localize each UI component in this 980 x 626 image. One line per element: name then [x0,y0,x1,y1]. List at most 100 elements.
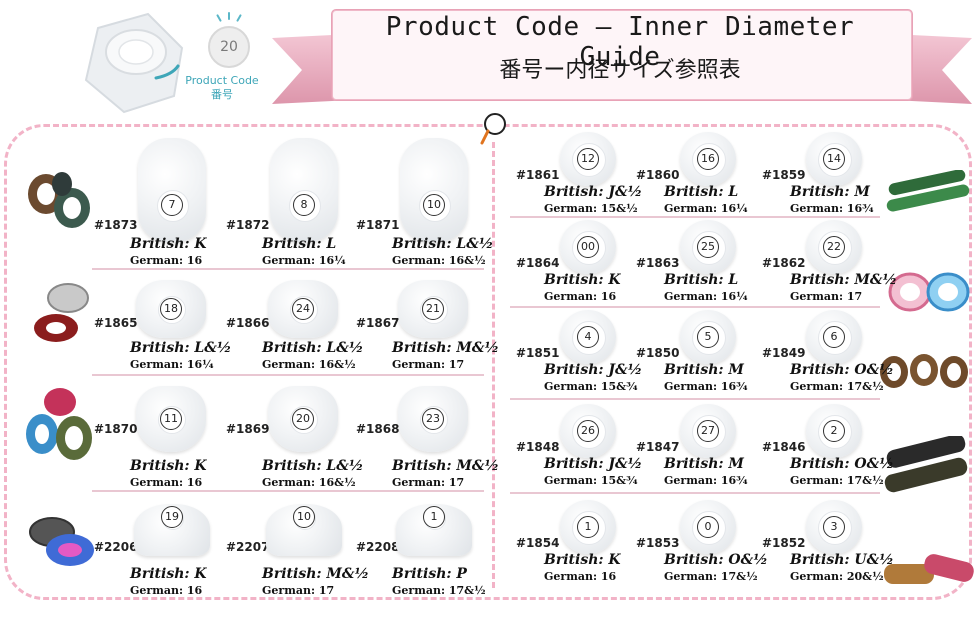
product-code: #1871 [356,218,400,232]
mold-image: 5 [680,310,736,364]
mold-number: 11 [160,408,182,430]
mold-number: 20 [292,408,314,430]
british-size: British: O&½ [790,362,894,378]
ring-photo [886,170,970,212]
british-size: British: P [392,566,467,582]
british-size: British: M&½ [262,566,370,582]
mold-number: 10 [293,506,315,528]
mold-number: 27 [697,420,719,442]
badge-ray [216,14,222,22]
mold-number: 6 [823,326,845,348]
mold-number: 1 [423,506,445,528]
mold-number: 7 [161,194,183,216]
german-size: German: 16 [130,476,203,489]
mold-number: 5 [697,326,719,348]
mold-image: 14 [806,132,862,186]
mold-image: 8 [270,138,338,242]
product-code: #1865 [94,316,138,330]
british-size: British: M [790,184,870,200]
hero-mold-image [84,12,184,114]
mold-number: 00 [577,236,599,258]
product-code: #2206 [94,540,138,554]
german-size: German: 16¾ [664,474,748,487]
product-code-badge: 20 [208,26,250,68]
mold-number: 25 [697,236,719,258]
product-code: #1864 [516,256,560,270]
mold-number: 0 [697,516,719,538]
row-separator [510,216,880,218]
row-separator [92,490,484,492]
product-code-label-jp: 番号 [211,88,233,101]
product-code: #1851 [516,346,560,360]
german-size: German: 15&¾ [544,380,638,393]
british-size: British: L [664,272,739,288]
magnifier-icon [480,113,506,145]
title-ribbon [272,9,972,104]
british-size: British: K [544,552,621,568]
product-code: #1869 [226,422,270,436]
mold-image: 1 [396,504,472,556]
row-separator [510,306,880,308]
british-size: British: K [130,458,207,474]
british-size: British: J&½ [544,456,643,472]
badge-ray [228,12,230,20]
product-code: #1848 [516,440,560,454]
mold-number: 23 [422,408,444,430]
ring-photo [34,283,89,342]
british-size: British: L&½ [392,236,494,252]
product-code: #1863 [636,256,680,270]
page-subtitle: 番号ー内径サイズ参照表 [499,58,741,83]
german-size: German: 16¾ [664,380,748,393]
product-code: #1852 [762,536,806,550]
mold-number: 2 [823,420,845,442]
product-code: #1854 [516,536,560,550]
german-size: German: 16 [544,570,617,583]
product-code: #1870 [94,422,138,436]
mold-image: 21 [398,280,468,338]
german-size: German: 17&½ [790,474,884,487]
german-size: German: 16¼ [262,254,346,267]
product-code: #1866 [226,316,270,330]
british-size: British: L&½ [262,458,364,474]
product-code: #1859 [762,168,806,182]
mold-image: 26 [560,404,616,458]
row-separator [92,374,484,376]
british-size: British: L [262,236,337,252]
british-size: British: M&½ [392,458,500,474]
mold-image: 3 [806,500,862,554]
product-code: #1847 [636,440,680,454]
product-code: #1867 [356,316,400,330]
mold-image: 25 [680,220,736,274]
product-code: #2207 [226,540,270,554]
ring-photo [29,517,94,566]
german-size: German: 17&½ [392,584,486,597]
page-title: Product Code – Inner Diameter Guide [385,12,855,72]
mold-number: 14 [823,148,845,170]
german-size: German: 16¼ [664,202,748,215]
mold-image: 10 [400,138,468,242]
product-code-label-en: Product Code [185,74,259,87]
german-size: German: 17&½ [790,380,884,393]
mold-image: 2 [806,404,862,458]
row-separator [510,492,880,494]
ring-photo [880,354,968,388]
mold-image: 22 [806,220,862,274]
column-divider [492,142,495,588]
product-code-label: Product Code 番号 [180,74,264,102]
mold-image: 7 [138,138,206,242]
mold-image: 12 [560,132,616,186]
